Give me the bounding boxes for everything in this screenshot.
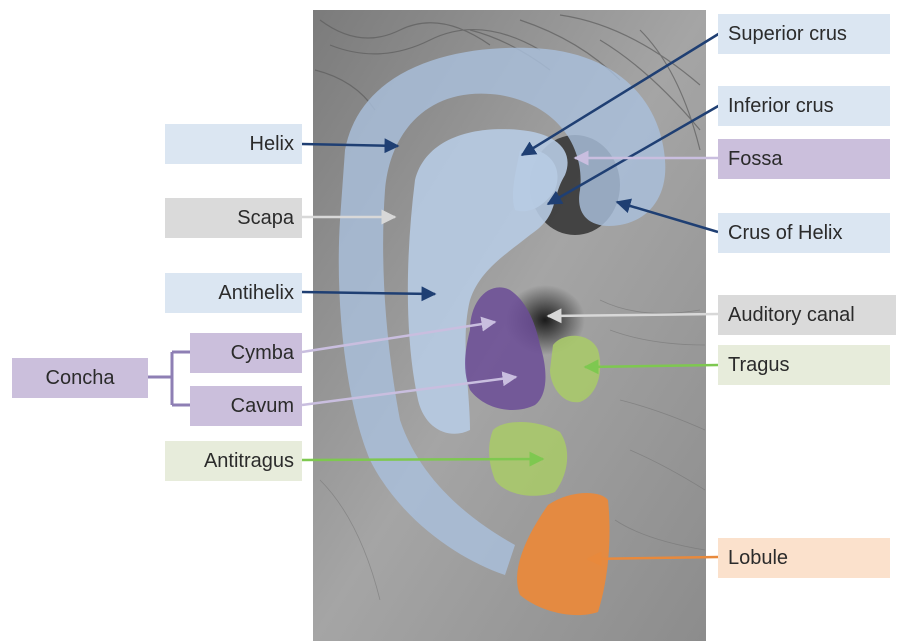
- label-crus-of-helix: Crus of Helix: [718, 213, 890, 253]
- label-helix-text: Helix: [250, 133, 294, 156]
- label-auditory-canal: Auditory canal: [718, 295, 896, 335]
- label-cymba: Cymba: [190, 333, 302, 373]
- label-inferior-crus-text: Inferior crus: [728, 95, 834, 118]
- label-helix: Helix: [165, 124, 302, 164]
- label-lobule-text: Lobule: [728, 547, 788, 570]
- label-inferior-crus: Inferior crus: [718, 86, 890, 126]
- label-crus-of-helix-text: Crus of Helix: [728, 222, 842, 245]
- label-antitragus-text: Antitragus: [204, 450, 294, 473]
- label-antitragus: Antitragus: [165, 441, 302, 481]
- label-antihelix-text: Antihelix: [218, 282, 294, 305]
- label-antihelix: Antihelix: [165, 273, 302, 313]
- label-tragus: Tragus: [718, 345, 890, 385]
- label-scapa: Scapa: [165, 198, 302, 238]
- label-tragus-text: Tragus: [728, 354, 790, 377]
- label-cymba-text: Cymba: [231, 342, 294, 365]
- antitragus-arrow: [302, 459, 543, 460]
- label-fossa: Fossa: [718, 139, 890, 179]
- label-concha: Concha: [12, 358, 148, 398]
- concha-bracket: [148, 352, 190, 405]
- label-concha-text: Concha: [46, 367, 115, 390]
- label-superior-crus-text: Superior crus: [728, 23, 847, 46]
- label-fossa-text: Fossa: [728, 148, 782, 171]
- label-cavum-text: Cavum: [231, 395, 294, 418]
- label-cavum: Cavum: [190, 386, 302, 426]
- label-lobule: Lobule: [718, 538, 890, 578]
- label-superior-crus: Superior crus: [718, 14, 890, 54]
- label-scapa-text: Scapa: [237, 207, 294, 230]
- label-auditory-canal-text: Auditory canal: [728, 304, 855, 327]
